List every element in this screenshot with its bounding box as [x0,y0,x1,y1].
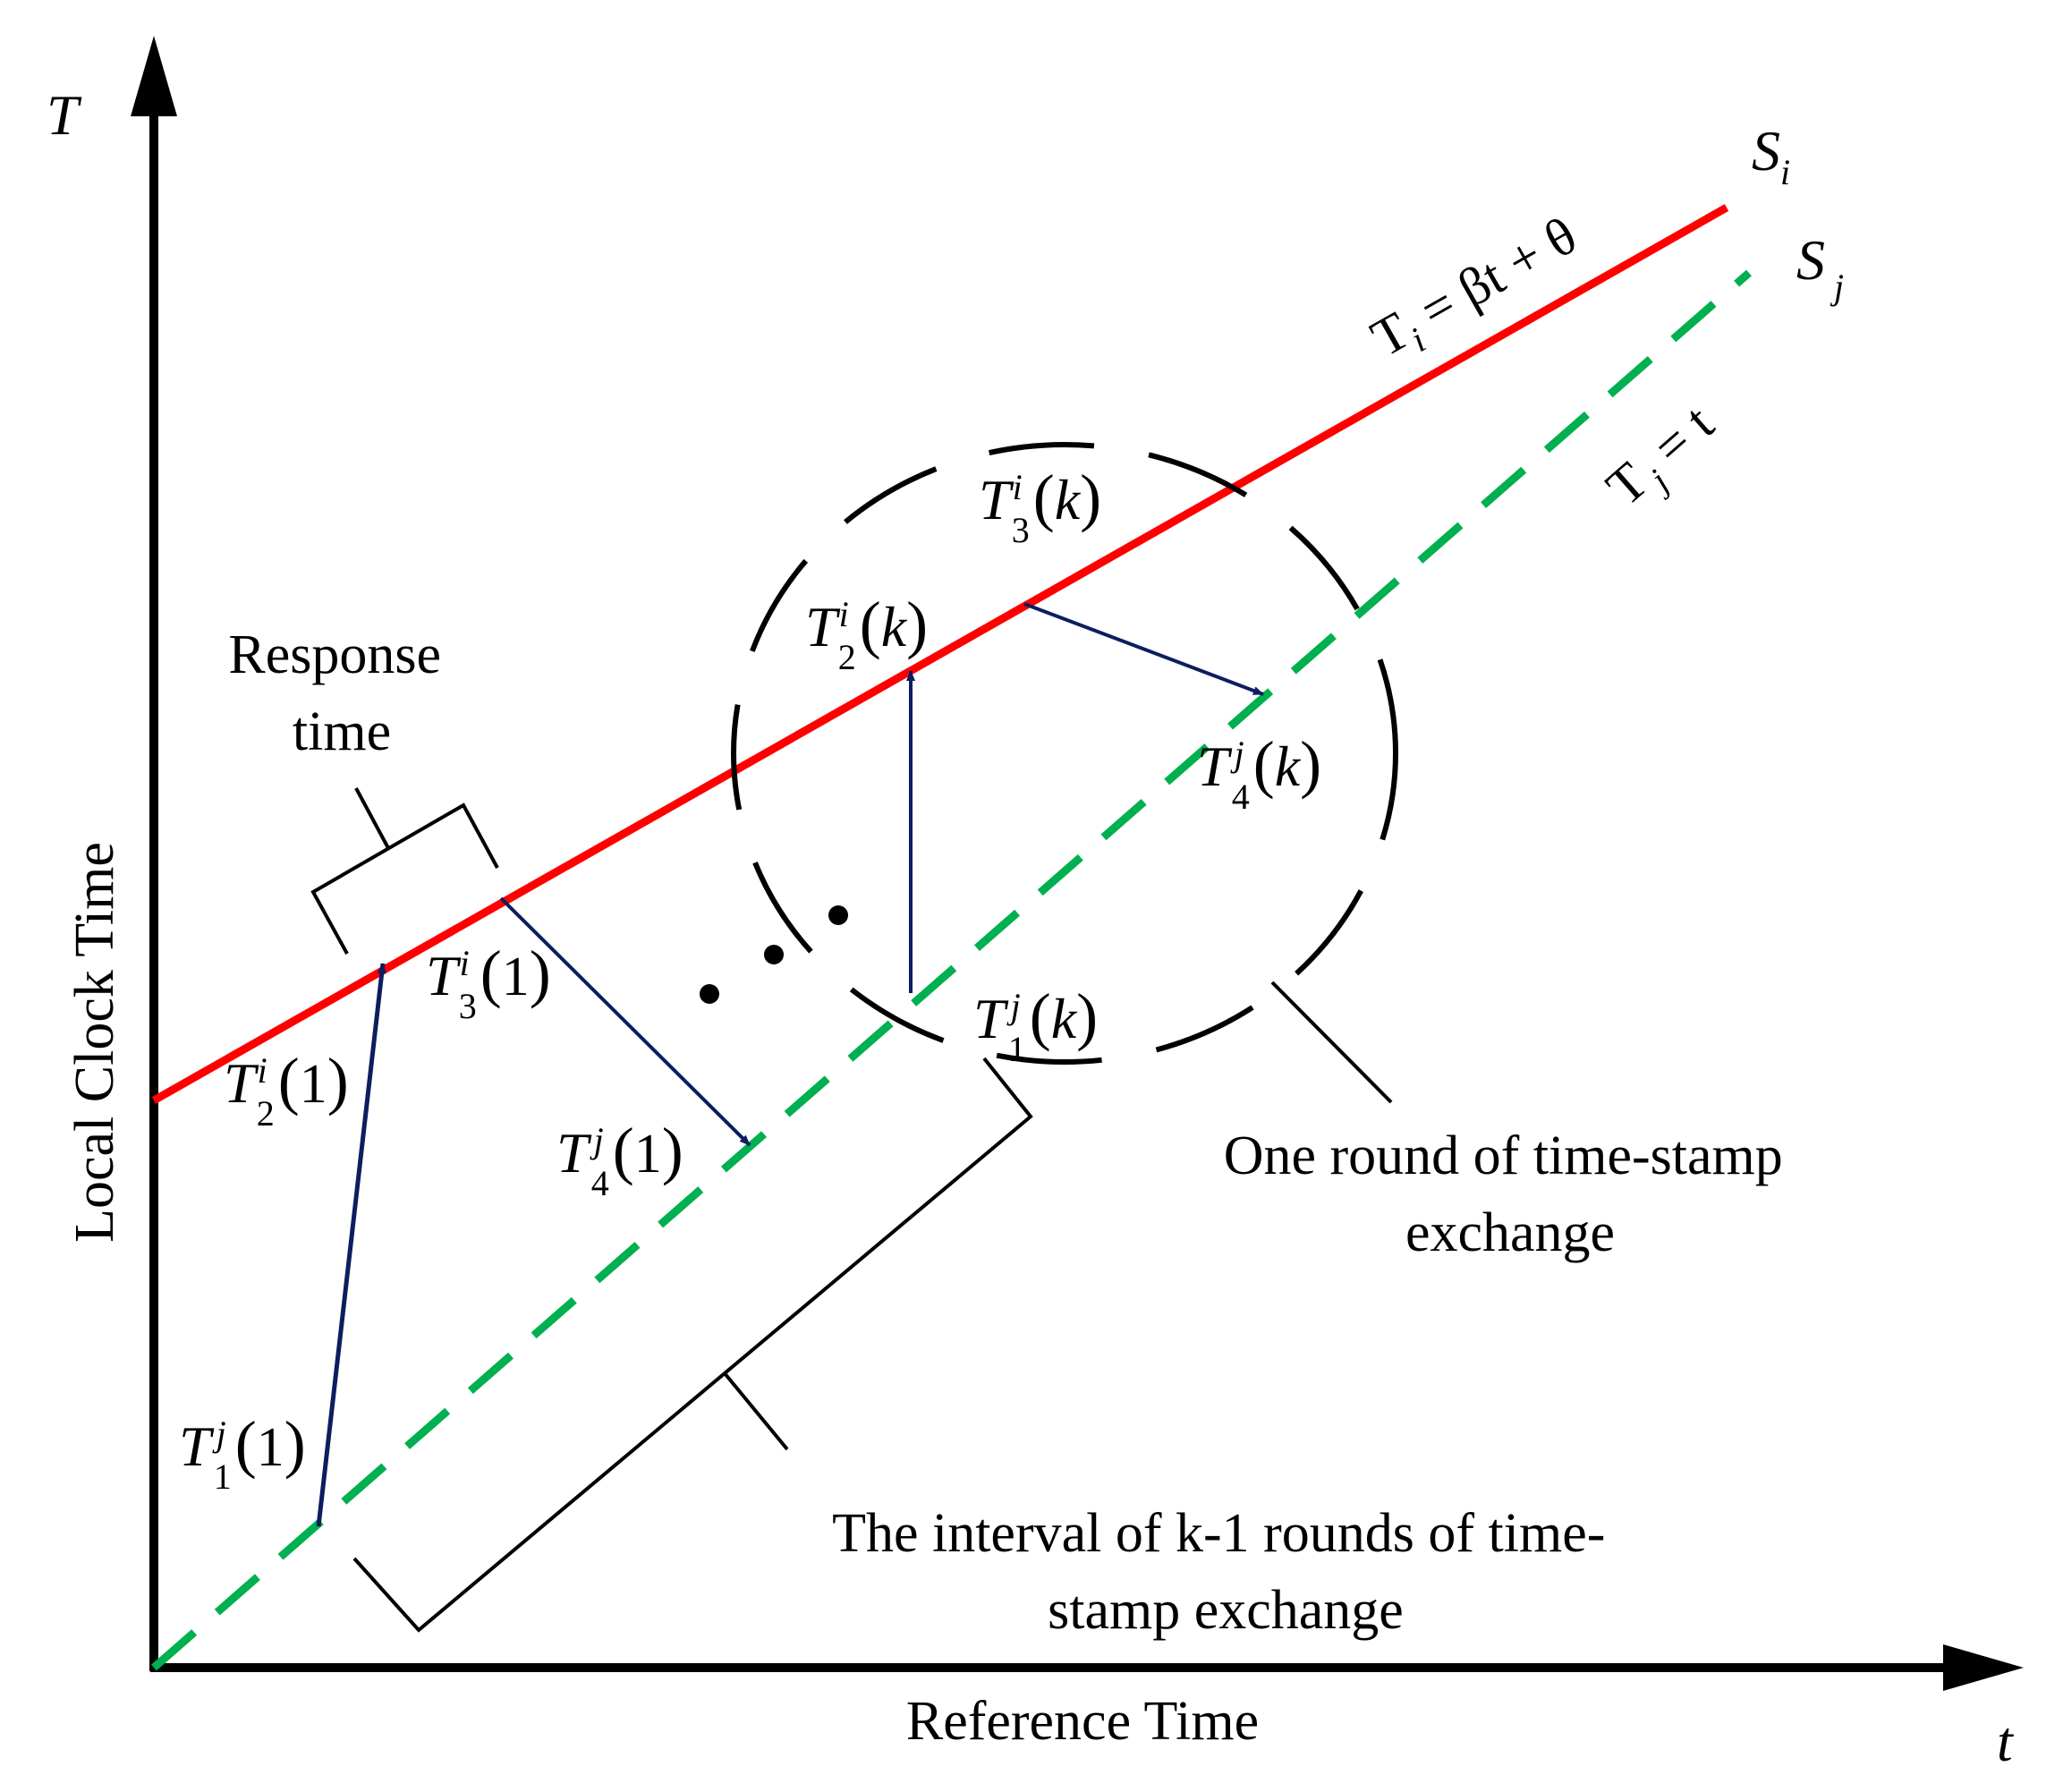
annotation-brackets [310,787,1393,1633]
equation-sj: Tj = t [1595,393,1730,523]
dot-3 [828,905,848,925]
arrow-roundk-reply [1023,602,1264,696]
round-k-ellipse [731,442,1398,1065]
label-si: Si [1752,119,1790,192]
y-axis-symbol: T [47,83,82,147]
arrow-round1-request [316,963,386,1527]
arrow-round1-reply [499,896,751,1147]
continuation-dots [700,905,848,1004]
annotation-texts: Response time One round of time-stamp ex… [228,624,1797,1641]
y-axis-arrowhead [131,36,177,116]
clock-lines [151,204,1752,1671]
x-axis-label: Reference Time [906,1691,1259,1752]
clock-line-si [151,204,1729,1104]
x-axis-arrowhead [1943,1644,2024,1691]
response-time-label: Response time [228,624,454,762]
response-time-bracket [310,803,499,955]
interval-leader [723,1372,789,1451]
response-time-leader [354,787,390,849]
dot-2 [764,945,784,964]
axes: T t Reference Time Local Clock Time [47,36,2024,1773]
interval-label: The interval of k-1 rounds of time- stam… [832,1503,1619,1641]
message-arrows [316,602,1264,1527]
x-axis-symbol: t [1997,1710,2015,1773]
dot-1 [700,984,719,1004]
y-axis-label: Local Clock Time [64,842,125,1243]
one-round-leader [1270,981,1393,1104]
one-round-label: One round of time-stamp exchange [1224,1125,1797,1263]
clock-line-sj [151,269,1752,1671]
